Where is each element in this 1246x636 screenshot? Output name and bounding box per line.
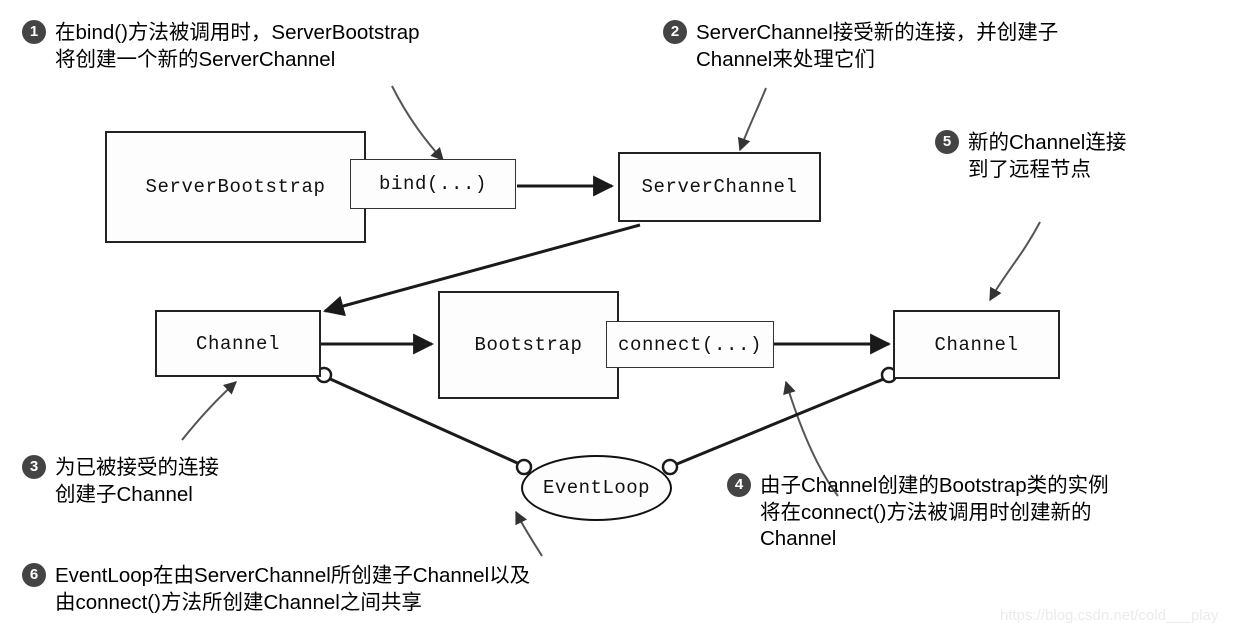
callout-2-number: 2	[663, 20, 687, 44]
callout-1: 1 在bind()方法被调用时，ServerBootstrap 将创建一个新的S…	[22, 20, 542, 73]
callout-1-number: 1	[22, 20, 46, 44]
node-child-channel-label: Channel	[195, 332, 280, 355]
callout-6-pointer	[515, 510, 543, 557]
association-endpoint-eventloop-left	[515, 458, 533, 476]
callout-6-text: EventLoop在由ServerChannel所创建子Channel以及 由c…	[55, 564, 531, 614]
callout-4-text: 由子Channel创建的Bootstrap类的实例 将在connect()方法被…	[760, 474, 1109, 551]
callout-3-pointer	[181, 381, 237, 441]
node-remote-channel-label: Channel	[934, 333, 1019, 356]
edge-serverchannel-to-childchannel	[322, 223, 641, 317]
node-child-channel[interactable]: Channel	[155, 310, 321, 377]
watermark: https://blog.csdn.net/cold___play	[1000, 607, 1219, 624]
node-bind[interactable]: bind(...)	[350, 159, 516, 209]
node-bootstrap-label: Bootstrap	[474, 334, 583, 356]
node-connect-label: connect(...)	[617, 333, 763, 356]
callout-3-number: 3	[22, 455, 46, 479]
edge-remotechannel-to-eventloop	[671, 376, 887, 468]
callout-1-text: 在bind()方法被调用时，ServerBootstrap 将创建一个新的Ser…	[55, 21, 420, 71]
node-server-bootstrap-label: ServerBootstrap	[145, 176, 326, 198]
callout-5: 5 新的Channel连接 到了远程节点	[935, 130, 1235, 183]
node-server-channel[interactable]: ServerChannel	[618, 152, 821, 222]
callout-3-text: 为已被接受的连接 创建子Channel	[55, 456, 219, 506]
callout-2-pointer	[737, 87, 767, 152]
callout-4-number: 4	[727, 473, 751, 497]
node-server-channel-label: ServerChannel	[641, 176, 798, 198]
callout-5-text: 新的Channel连接 到了远程节点	[968, 131, 1127, 181]
callout-6: 6 EventLoop在由ServerChannel所创建子Channel以及 …	[22, 563, 722, 616]
callout-3: 3 为已被接受的连接 创建子Channel	[22, 455, 312, 508]
node-event-loop[interactable]: EventLoop	[521, 455, 672, 521]
association-endpoint-eventloop-right	[661, 458, 679, 476]
callout-4: 4 由子Channel创建的Bootstrap类的实例 将在connect()方…	[727, 473, 1237, 553]
callout-5-pointer	[989, 221, 1041, 302]
node-event-loop-label: EventLoop	[542, 477, 651, 499]
edge-childchannel-to-eventloop	[327, 376, 525, 468]
node-server-bootstrap[interactable]: ServerBootstrap	[105, 131, 366, 243]
node-bootstrap[interactable]: Bootstrap	[438, 291, 619, 399]
node-remote-channel[interactable]: Channel	[893, 310, 1060, 379]
node-bind-label: bind(...)	[378, 173, 488, 195]
callout-5-number: 5	[935, 130, 959, 154]
node-connect[interactable]: connect(...)	[606, 321, 774, 368]
callout-4-pointer	[783, 380, 839, 497]
callout-2-text: ServerChannel接受新的连接，并创建子 Channel来处理它们	[696, 21, 1059, 71]
callout-6-number: 6	[22, 563, 46, 587]
callout-1-pointer	[391, 85, 444, 161]
callout-2: 2 ServerChannel接受新的连接，并创建子 Channel来处理它们	[663, 20, 1173, 73]
